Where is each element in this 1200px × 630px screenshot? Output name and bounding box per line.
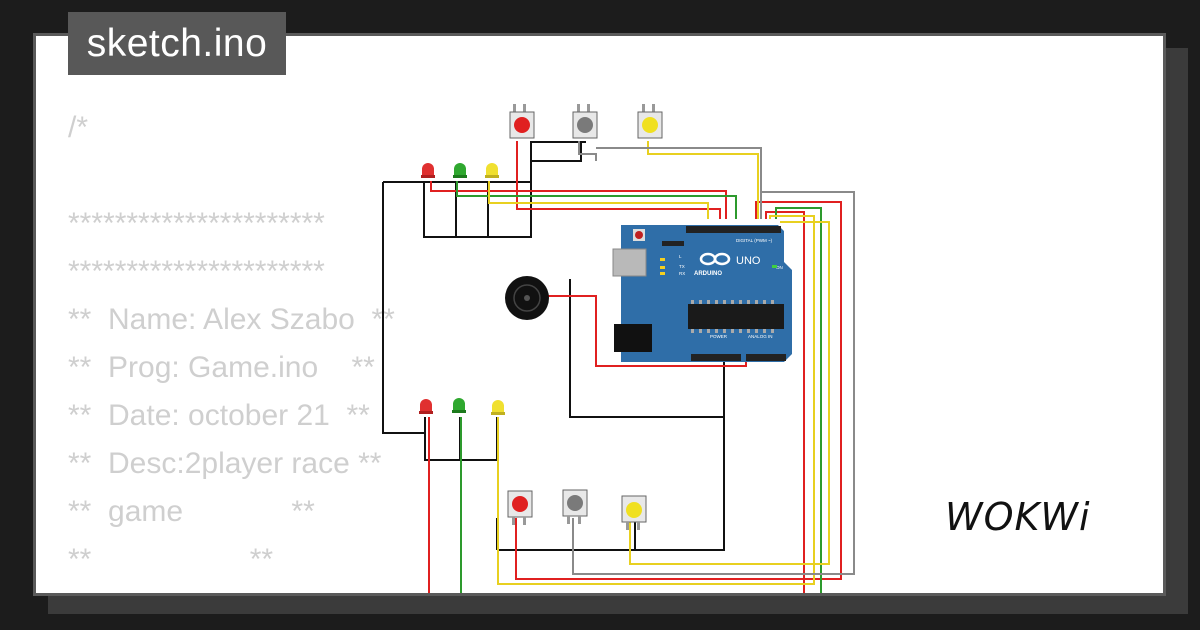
led-bottom-green — [452, 398, 466, 413]
tx-label: TX — [679, 264, 685, 269]
wire-green-top-led — [456, 181, 737, 219]
board-model-label: UNO — [736, 255, 761, 267]
arduino-uno-board: UNO ARDUINO DIGITAL (PWM ~) ON TX RX L P… — [612, 225, 792, 362]
project-card[interactable]: /* ********************** ****************… — [33, 33, 1166, 596]
wire-buzzer-ground — [569, 279, 724, 418]
led-bottom-red — [419, 399, 433, 414]
wokwi-logo[interactable]: WOKWi — [945, 492, 1115, 545]
wokwi-logo-icon: WOKWi — [945, 495, 1091, 539]
button-top-yellow — [637, 104, 663, 139]
led-bottom-yellow — [491, 400, 505, 415]
wire-yellow-bottom-led — [497, 215, 815, 585]
circuit-diagram: UNO ARDUINO DIGITAL (PWM ~) ON TX RX L P… — [382, 104, 855, 593]
power-label: POWER — [710, 334, 728, 339]
rx-label: RX — [679, 271, 685, 276]
code-line: ** Prog: Game.ino ** — [68, 351, 375, 384]
sketch-filename: sketch.ino — [68, 12, 286, 75]
wire-yellow-top-button — [647, 141, 759, 219]
button-bottom-gray — [562, 489, 588, 524]
wire-red-top-led — [430, 181, 727, 219]
wire-yellow-top-led — [488, 181, 709, 219]
wire-green-bottom-led — [460, 207, 822, 593]
button-bottom-yellow — [621, 495, 647, 530]
code-line: ** ** — [68, 543, 274, 576]
wokwi-logo-text: WOKWi — [945, 495, 1091, 539]
code-line: ********************** — [68, 584, 395, 593]
wire-gray-top-button — [596, 147, 762, 219]
code-line: /* — [68, 111, 89, 144]
button-top-red — [509, 104, 535, 139]
wire-red-bottom-button — [515, 201, 842, 580]
led-top-red — [421, 163, 435, 178]
wire-buttons-bottom-ground — [497, 362, 725, 551]
code-preview: /* ********************** ****************… — [68, 104, 395, 593]
code-line: ** game ** — [68, 495, 315, 528]
led-top-yellow — [485, 163, 499, 178]
button-bottom-red — [507, 490, 533, 525]
l-label: L — [679, 254, 682, 259]
wire-leds-top-ground — [423, 141, 586, 238]
code-line: ** Date: october 21 ** — [68, 399, 370, 432]
wire-gray-bottom-button — [572, 191, 855, 575]
on-label: ON — [776, 265, 783, 270]
code-line: ** Desc:2player race ** — [68, 447, 382, 480]
wire-ground-left — [382, 182, 424, 434]
code-line: ** Name: Alex Szabo ** — [68, 303, 395, 336]
board-name-label: ARDUINO — [694, 271, 722, 277]
analog-label: ANALOG IN — [748, 334, 773, 339]
digital-label: DIGITAL (PWM ~) — [736, 238, 773, 243]
code-line: ********************** — [68, 255, 325, 288]
led-top-green — [453, 163, 467, 178]
arduino-logo-icon — [699, 252, 731, 266]
code-line: ********************** — [68, 207, 325, 240]
button-top-gray — [572, 104, 598, 139]
wire-red-top-button — [516, 141, 721, 219]
buzzer — [505, 276, 549, 320]
wire-yellow-bottom-button — [629, 221, 830, 565]
